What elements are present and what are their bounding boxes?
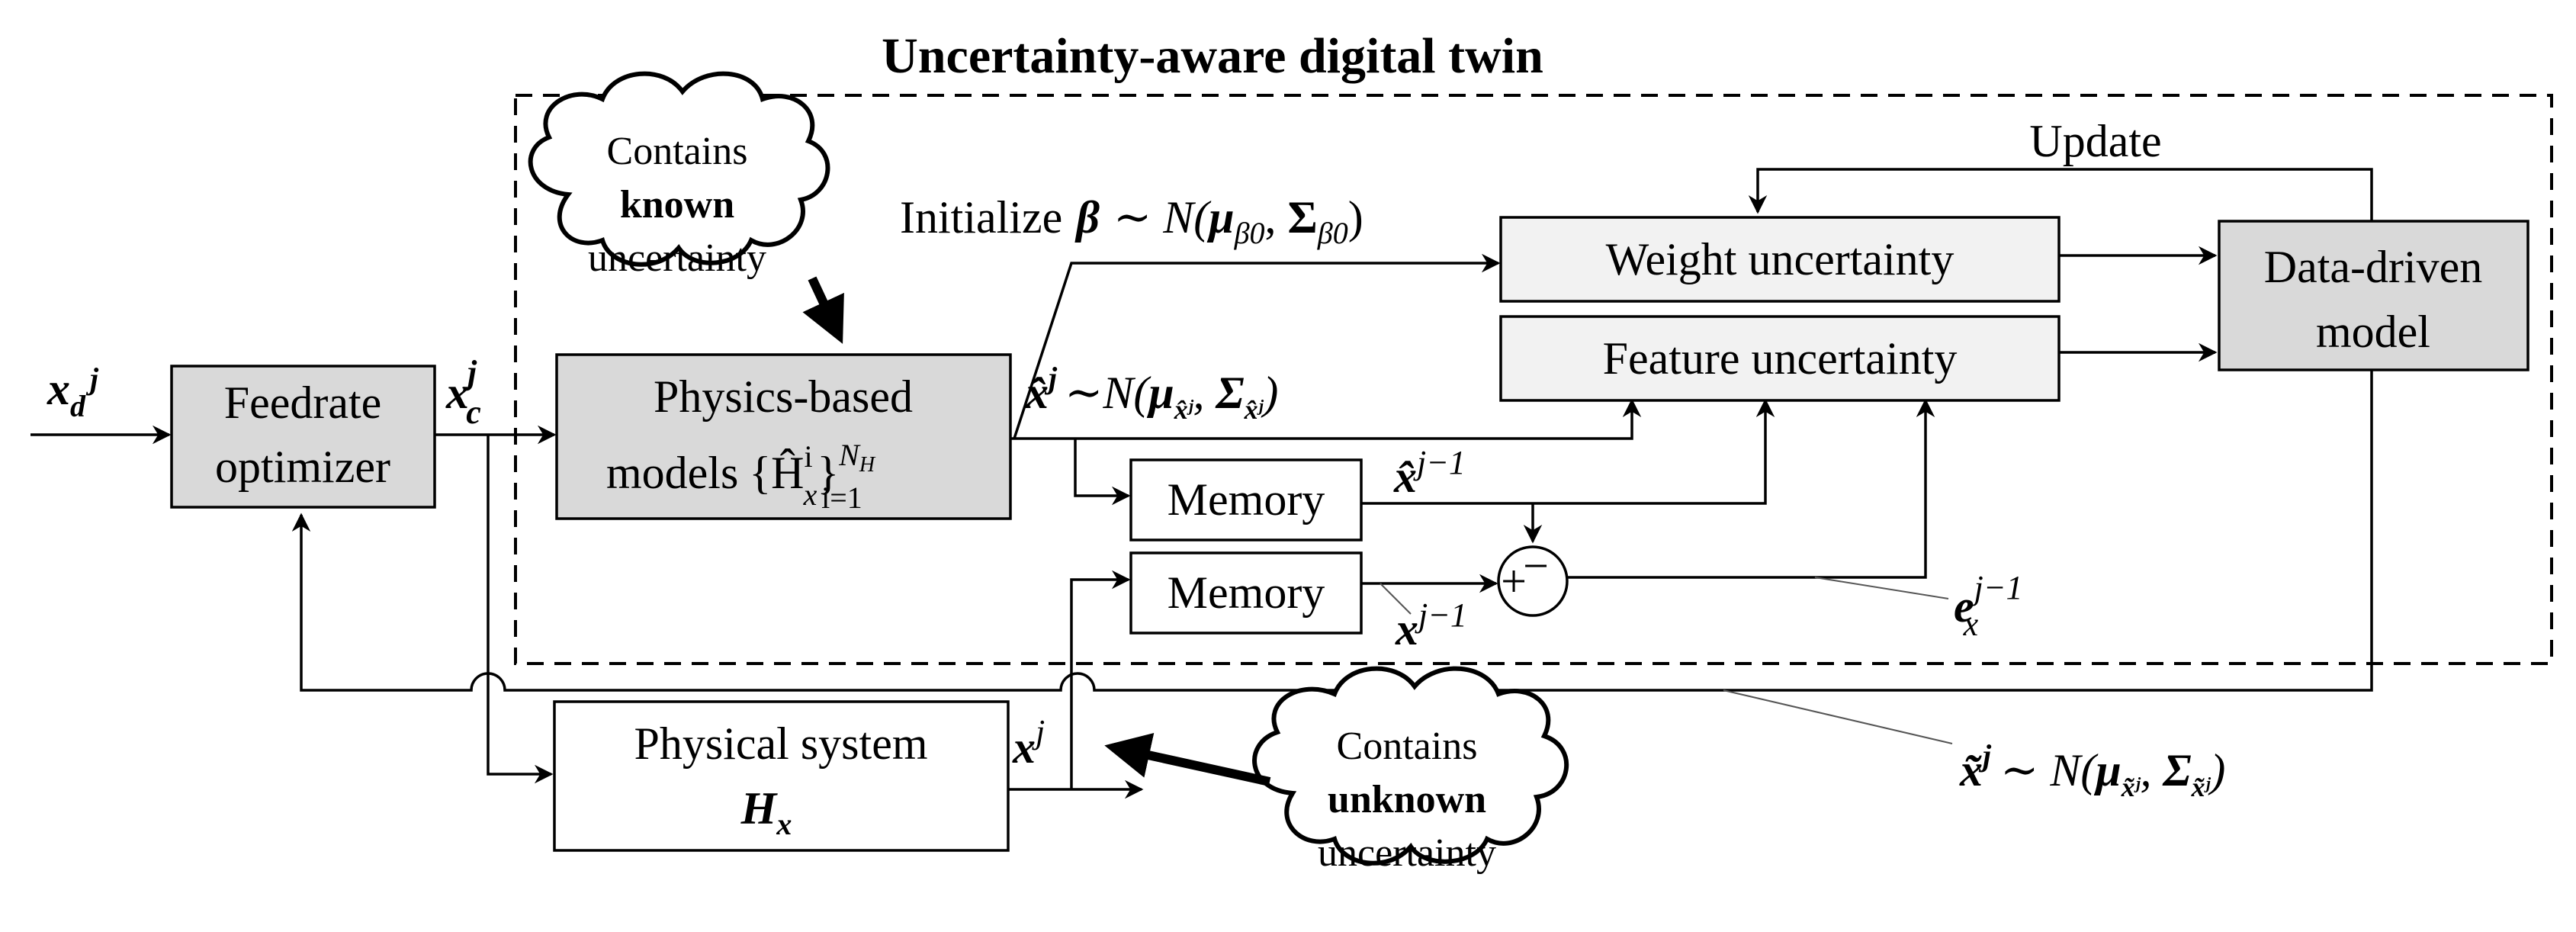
unknown-uncertainty-pointer xyxy=(1104,732,1271,786)
feedrate-optimizer-box: Feedrate optimizer xyxy=(170,365,436,509)
data-driven-label-line1: Data-driven xyxy=(2264,242,2483,292)
physical-system-box: Physical system Hx xyxy=(553,700,1010,852)
known-uncertainty-cloud: Contains known uncertainty xyxy=(528,71,830,280)
memory-box-2: Memory xyxy=(1129,551,1363,635)
xhat-to-memory-arrow xyxy=(1074,439,1131,506)
memory-box-1: Memory xyxy=(1129,458,1363,542)
xhat-to-feature-arrow xyxy=(1014,398,1642,440)
summing-junction: + − xyxy=(1497,541,1569,617)
xhat-prev-label: x̂j−1 xyxy=(1393,444,1466,502)
unknown-cloud-line3: uncertainty xyxy=(1318,831,1496,875)
diagram-title: Uncertainty-aware digital twin xyxy=(882,28,1543,84)
sum-minus-sign: − xyxy=(1523,541,1549,591)
xd-label: xdj xyxy=(47,362,99,423)
sum-plus-sign: + xyxy=(1501,556,1527,606)
known-cloud-line2: known xyxy=(620,183,734,227)
known-uncertainty-pointer xyxy=(802,276,844,344)
memory1-to-feature-arrow xyxy=(1361,398,1775,505)
data-driven-label-line2: model xyxy=(2316,307,2430,357)
update-label-text: Update xyxy=(2029,116,2161,166)
unknown-cloud-line1: Contains xyxy=(1337,725,1478,768)
unknown-cloud-line2: unknown xyxy=(1328,778,1486,821)
xhat-distribution-label: x̂j∼N(μx̂ʲ, Σx̂ʲ) xyxy=(1025,361,1278,425)
physical-system-math: Hx xyxy=(740,783,792,841)
xprev-leader xyxy=(1380,583,1412,615)
physical-system-label: Physical system xyxy=(634,718,928,769)
feature-uncertainty-box: Feature uncertainty xyxy=(1499,315,2060,402)
xj-label: xj xyxy=(1012,713,1045,773)
known-cloud-line1: Contains xyxy=(607,130,748,173)
error-to-feature-arrow xyxy=(1567,398,1935,579)
xj-to-memory2-arrow xyxy=(1070,570,1131,789)
weight-uncertainty-box: Weight uncertainty xyxy=(1499,216,2060,303)
initialize-arrow xyxy=(1013,253,1501,439)
unknown-uncertainty-cloud: Contains unknown uncertainty xyxy=(1252,666,1569,875)
xtilde-distribution-label: x̃j∼ N(μx̃ʲ, Σx̃ʲ) xyxy=(1959,738,2225,802)
digital-twin-boundary xyxy=(514,94,2553,665)
memory-2-label: Memory xyxy=(1168,567,1325,618)
memory-1-label: Memory xyxy=(1168,474,1325,525)
physics-label-line1: Physics-based xyxy=(654,371,913,422)
prediction-feedback-arrow xyxy=(291,370,2373,692)
weight-uncertainty-label: Weight uncertainty xyxy=(1606,234,1954,284)
data-driven-model-box: Data-driven model xyxy=(2218,220,2529,371)
xtilde-leader xyxy=(1723,689,1953,744)
feedrate-label-line2: optimizer xyxy=(215,442,390,492)
feature-uncertainty-label: Feature uncertainty xyxy=(1603,333,1958,384)
update-loop-arrow xyxy=(1748,168,2373,221)
feedrate-label-line1: Feedrate xyxy=(224,378,382,428)
error-leader xyxy=(1814,577,1949,599)
x-prev-label: xj−1 xyxy=(1395,596,1467,654)
known-cloud-line3: uncertainty xyxy=(588,236,766,280)
xc-to-physical-arrow xyxy=(487,435,554,784)
